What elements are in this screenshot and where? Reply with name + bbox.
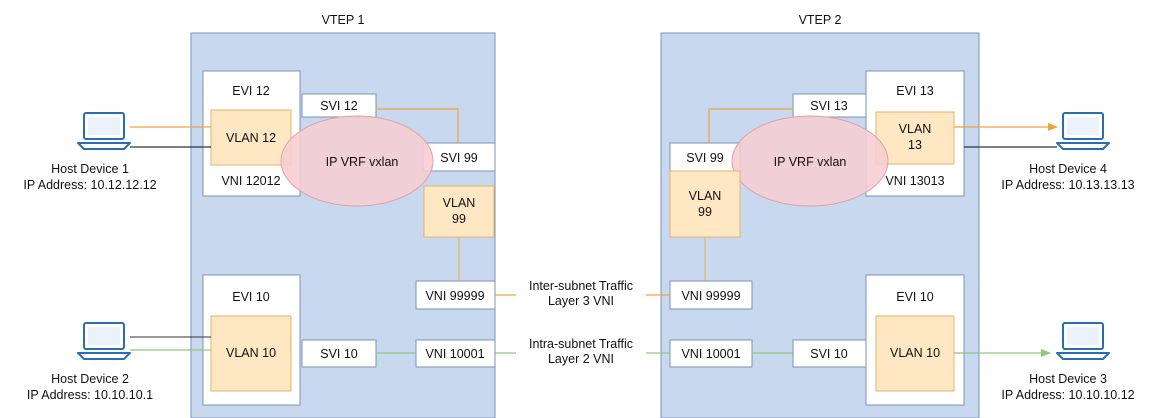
vtep2-svi10-label: SVI 10 [810, 347, 848, 361]
vtep2-svi10-box [792, 339, 867, 368]
vtep2-vlan99-line2: 99 [698, 205, 712, 219]
vtep2-title: VTEP 2 [799, 13, 842, 27]
vtep1-ip-vrf-ellipse [280, 115, 434, 207]
vtep1-svi99-label: SVI 99 [440, 151, 478, 165]
vtep1-svi10-label: SVI 10 [320, 347, 358, 361]
l2-link-label-line2: Layer 2 VNI [548, 352, 614, 366]
vtep2-vni10001-box [669, 339, 753, 368]
vtep1-ip-vrf-label: IP VRF vxlan [326, 155, 399, 169]
vtep2-vlan10-box [875, 315, 955, 392]
vtep2-svi99-label: SVI 99 [686, 151, 724, 165]
vtep1-vlan99-line1: VLAN [443, 196, 476, 210]
host1-ip: IP Address: 10.12.12.12 [23, 178, 156, 192]
host2-laptop-icon [77, 322, 131, 360]
vtep2-vlan99-line1: VLAN [689, 189, 722, 203]
vtep1-vni10001-label: VNI 10001 [425, 347, 484, 361]
l2-link-label-bg [516, 334, 646, 368]
vtep2-svi13-to-svi99-link [708, 108, 793, 143]
vtep1-vni99999-label: VNI 99999 [425, 289, 484, 303]
host3-name: Host Device 3 [1029, 372, 1107, 386]
vtep2-vlan99-box [669, 170, 741, 238]
vtep2-vlan13-line1: VLAN [899, 122, 932, 136]
vtep1-vlan10-label: VLAN 10 [226, 346, 276, 360]
vtep1-vlan12-label: VLAN 12 [226, 131, 276, 145]
vtep1-evi10-title: EVI 10 [232, 290, 270, 304]
vtep2-svi99-box [669, 142, 741, 172]
host4-ip: IP Address: 10.13.13.13 [1001, 178, 1134, 192]
vtep2-svi13-label: SVI 13 [810, 99, 848, 113]
host3-laptop-icon [1056, 322, 1110, 360]
host1-name: Host Device 1 [51, 162, 129, 176]
vtep2-vni99999-label: VNI 99999 [681, 289, 740, 303]
vtep2-vlan13-line2: 13 [908, 138, 922, 152]
host4-laptop-icon [1056, 112, 1110, 150]
vtep2-ip-vrf-label: IP VRF vxlan [774, 155, 847, 169]
vtep2-vni99999-box [669, 280, 753, 310]
vtep2-vni13013-label: VNI 13013 [885, 174, 944, 188]
host2-ip: IP Address: 10.10.10.1 [27, 388, 153, 402]
vtep2-evi13-title: EVI 13 [896, 84, 934, 98]
vtep1-title: VTEP 1 [322, 13, 365, 27]
l3-link-label-bg [516, 276, 646, 310]
host1-laptop-icon [77, 112, 131, 150]
vtep2-vlan10-label: VLAN 10 [890, 346, 940, 360]
vtep1-vlan99-box [423, 185, 495, 238]
l2-link-label-line1: Intra-subnet Traffic [529, 337, 633, 351]
vtep1-svi12-to-svi99-link [376, 108, 459, 143]
vtep2-ip-vrf-ellipse [731, 115, 889, 207]
vtep2-evi10-title: EVI 10 [896, 290, 934, 304]
host4-name: Host Device 4 [1029, 162, 1107, 176]
vtep2-vni10001-label: VNI 10001 [681, 347, 740, 361]
l3-link-label-line2: Layer 3 VNI [548, 294, 614, 308]
vtep1-vlan12-box [210, 109, 292, 166]
vtep1-vni12012-label: VNI 12012 [221, 174, 280, 188]
vtep1-svi12-label: SVI 12 [320, 99, 358, 113]
vtep2-vlan13-box [875, 111, 955, 165]
vtep1-vlan10-box [210, 315, 292, 392]
vtep1-svi10-box [301, 339, 377, 368]
vtep1-svi99-box [422, 142, 496, 172]
host2-name: Host Device 2 [51, 372, 129, 386]
vtep1-evi12-title: EVI 12 [232, 84, 270, 98]
host3-ip: IP Address: 10.10.10.12 [1001, 388, 1134, 402]
vtep1-vni10001-box [415, 339, 496, 368]
vtep1-vlan99-line2: 99 [452, 212, 466, 226]
l3-link-label-line1: Inter-subnet Traffic [529, 279, 633, 293]
vtep1-vni99999-box [415, 280, 496, 310]
